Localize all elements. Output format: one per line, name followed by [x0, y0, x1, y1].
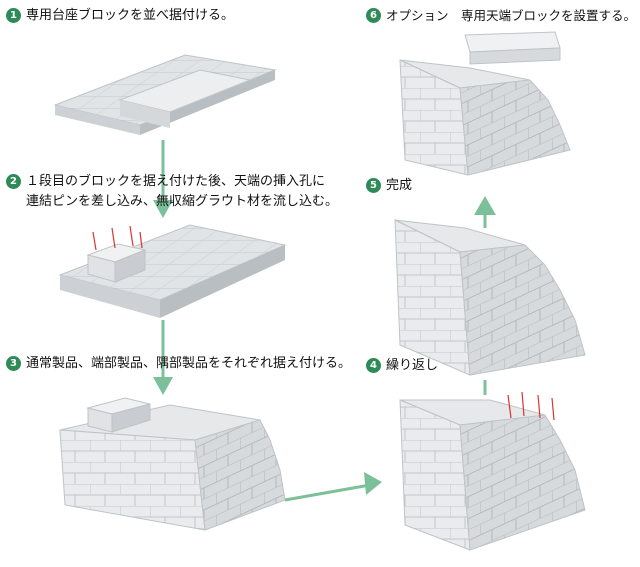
step-4-label: 4 繰り返し: [366, 356, 438, 376]
step-text-line-2: 連結ピンを差し込み、無収縮グラウト材を流し込む。: [26, 194, 339, 209]
connecting-pin-marks: [92, 225, 143, 251]
step-text: オプション 専用天端ブロックを設置する。: [386, 8, 637, 23]
flow-arrows: [153, 140, 496, 502]
step-text: 完成: [386, 178, 413, 193]
illustration-step6-top-block: [399, 31, 571, 176]
step-5-label: 5 完成: [366, 176, 412, 196]
illustration-step2-first-block: [58, 224, 287, 318]
step-number-badge: 1: [6, 8, 21, 23]
step-6-label: 6 オプション 専用天端ブロックを設置する。: [366, 6, 636, 26]
step-1-label: 1 専用台座ブロックを並べ据付ける。: [6, 6, 234, 26]
step-2-label: 2 １段目のブロックを据え付けた後、天端の挿入孔に 連結ピンを差し込み、無収縮グ…: [6, 172, 338, 212]
step-text: 通常製品、端部製品、隅部製品をそれぞれ据え付ける。: [26, 356, 352, 371]
step-text-line-1: １段目のブロックを据え付けた後、天端の挿入孔に: [26, 174, 326, 189]
step-number-badge: 6: [366, 8, 381, 23]
step-number-badge: 4: [366, 358, 381, 373]
step-number-badge: 3: [6, 356, 21, 371]
illustration-step5-complete: [394, 219, 586, 376]
step-number-badge: 2: [6, 174, 21, 189]
step-text: 専用台座ブロックを並べ据付ける。: [26, 8, 235, 23]
step-text: 繰り返し: [386, 358, 439, 373]
step-3-label: 3 通常製品、端部製品、隅部製品をそれぞれ据え付ける。: [6, 354, 351, 374]
step-number-badge: 5: [366, 178, 381, 193]
connecting-pin-marks: [507, 391, 555, 421]
illustration-step1-base-blocks: [53, 54, 277, 135]
illustration-step3-first-course: [59, 397, 286, 531]
illustration-step4-repeat: [399, 391, 586, 551]
